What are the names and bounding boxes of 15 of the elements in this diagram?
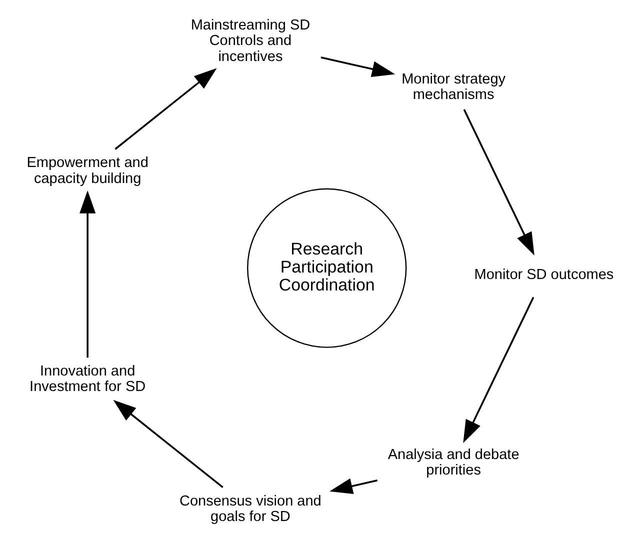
- node-text: Monitor strategy mechanisms: [402, 72, 506, 104]
- node-circle: Research Participation Coordination: [247, 188, 407, 348]
- node-text: Analysia and debate priorities: [388, 446, 520, 479]
- node-text: Monitor SD outcomes: [474, 267, 614, 284]
- node-text: Empowerment and capacity building: [26, 155, 148, 187]
- arrow: [114, 68, 217, 150]
- node-text: Innovation and Investment for SD: [30, 363, 146, 396]
- arrow: [463, 296, 534, 444]
- node-text: Mainstreaming SD Controls and incentives: [190, 17, 310, 65]
- node-text: Consensus vision and goals for SD: [180, 493, 322, 525]
- arrow: [320, 56, 396, 77]
- arrow: [80, 190, 96, 358]
- arrow: [330, 478, 378, 494]
- arrow: [463, 109, 534, 256]
- arrow: [113, 400, 224, 488]
